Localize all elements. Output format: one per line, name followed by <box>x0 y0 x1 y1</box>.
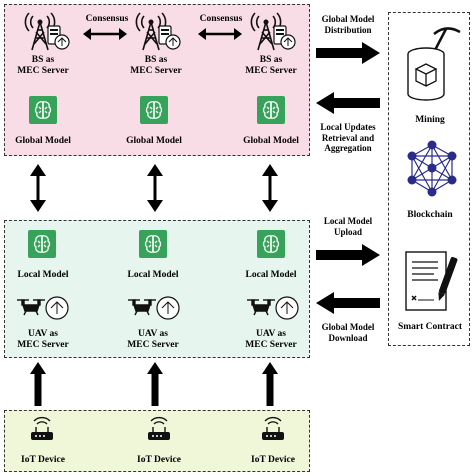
right-arrow <box>316 42 380 64</box>
global-model-label: Global Model <box>15 136 71 146</box>
consensus-label: Consensus <box>199 14 243 24</box>
blockchain-network-icon <box>407 140 457 197</box>
smart-contract-label: Smart Contract <box>397 322 463 332</box>
cell-tower-icon <box>135 12 181 51</box>
global-model-label: Global Model <box>243 136 299 146</box>
left-arrow <box>316 92 380 114</box>
local-model-label: Local Model <box>127 270 179 280</box>
iot-layer-region <box>4 410 310 472</box>
iot-device-label: IoT Device <box>21 455 65 465</box>
global-model-icon <box>257 96 285 124</box>
right-arrow <box>316 244 380 266</box>
smart-contract-icon <box>405 251 458 311</box>
local-model-icon <box>257 230 285 258</box>
local-model-label: Local Model <box>17 270 69 280</box>
bidirectional-arrow <box>262 164 278 212</box>
local-model-label: Local Model <box>245 270 297 280</box>
local-model-icon <box>139 230 167 258</box>
bidirectional-arrow <box>30 164 46 212</box>
cell-tower-icon <box>250 12 296 51</box>
drone-icon <box>247 296 299 320</box>
router-icon <box>31 416 53 440</box>
global-model-icon <box>29 96 57 124</box>
iot-device-label: IoT Device <box>137 455 181 465</box>
up-arrow <box>147 362 163 406</box>
router-icon <box>262 416 284 440</box>
consensus-arrow-left <box>83 28 127 40</box>
consensus-label: Consensus <box>85 14 129 24</box>
router-icon <box>148 416 170 440</box>
up-arrow <box>30 362 46 406</box>
iot-device-label: IoT Device <box>251 455 295 465</box>
global-model-label: Global Model <box>126 136 182 146</box>
global-model-icon <box>140 96 168 124</box>
blockchain-label: Blockchain <box>407 210 453 220</box>
drone-icon <box>128 296 180 320</box>
consensus-arrow-right <box>198 28 242 40</box>
drone-icon <box>17 296 69 320</box>
local-model-icon <box>28 230 56 258</box>
mining-icon <box>407 27 461 101</box>
cell-tower-icon <box>24 12 70 51</box>
up-arrow <box>262 362 278 406</box>
mining-label: Mining <box>415 115 445 125</box>
left-arrow <box>316 292 380 314</box>
bidirectional-arrow <box>147 164 163 212</box>
